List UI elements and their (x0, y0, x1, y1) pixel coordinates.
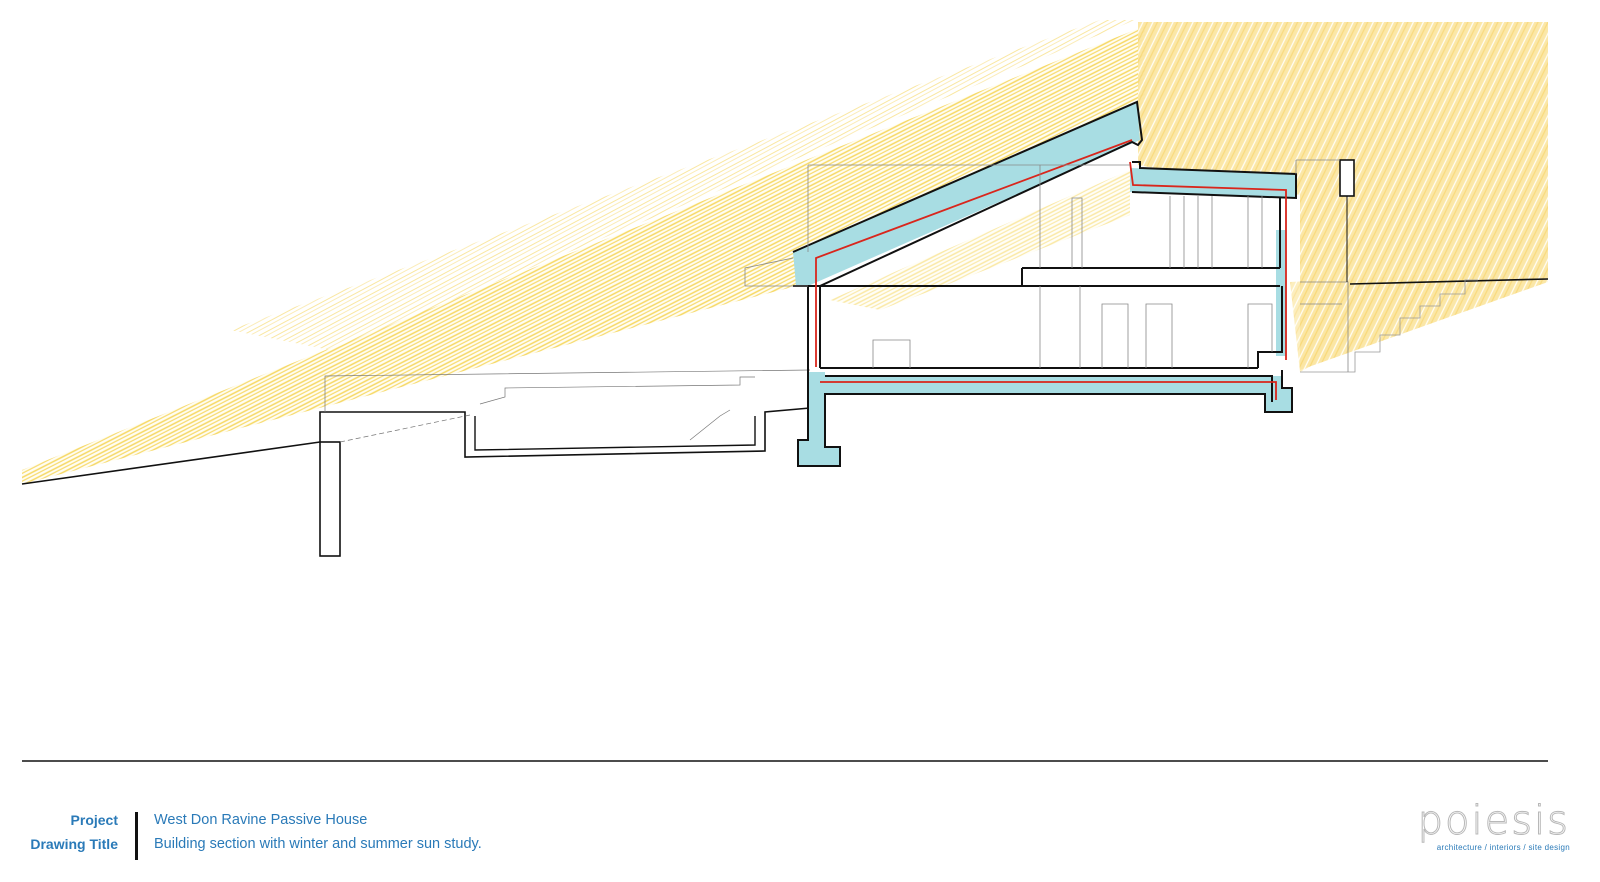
project-label: Project (70, 812, 118, 828)
title-block: Project Drawing Title West Don Ravine Pa… (0, 776, 1600, 882)
drawing-title-value: Building section with winter and summer … (154, 836, 482, 852)
title-block-divider (135, 812, 138, 860)
ground-line (21, 441, 321, 485)
firm-logo: poiesis architecture / interiors / site … (1417, 798, 1570, 854)
east-steps (1300, 279, 1478, 373)
logo-wordmark: poiesis (1417, 798, 1570, 844)
winter-rays-interior (830, 170, 1130, 310)
interior-lines (744, 164, 1349, 372)
house-structure (792, 100, 1297, 467)
title-block-values: West Don Ravine Passive House Building s… (154, 808, 482, 856)
air-barrier (815, 139, 1287, 400)
west-terrace (319, 407, 811, 557)
project-value: West Don Ravine Passive House (154, 812, 368, 828)
winter-sun-band (22, 26, 1145, 484)
winter-sun-band-upper (230, 20, 1135, 350)
drawing-title-label: Drawing Title (30, 836, 118, 852)
summer-sun-lower (1290, 272, 1480, 372)
ground-line-east (1349, 278, 1549, 285)
east-shading-device (1295, 159, 1355, 282)
logo-tagline: architecture / interiors / site design (1436, 843, 1570, 852)
title-block-labels: Project Drawing Title (20, 808, 118, 856)
west-terrace-thin (324, 369, 811, 443)
building-section-drawing (21, 20, 1549, 762)
